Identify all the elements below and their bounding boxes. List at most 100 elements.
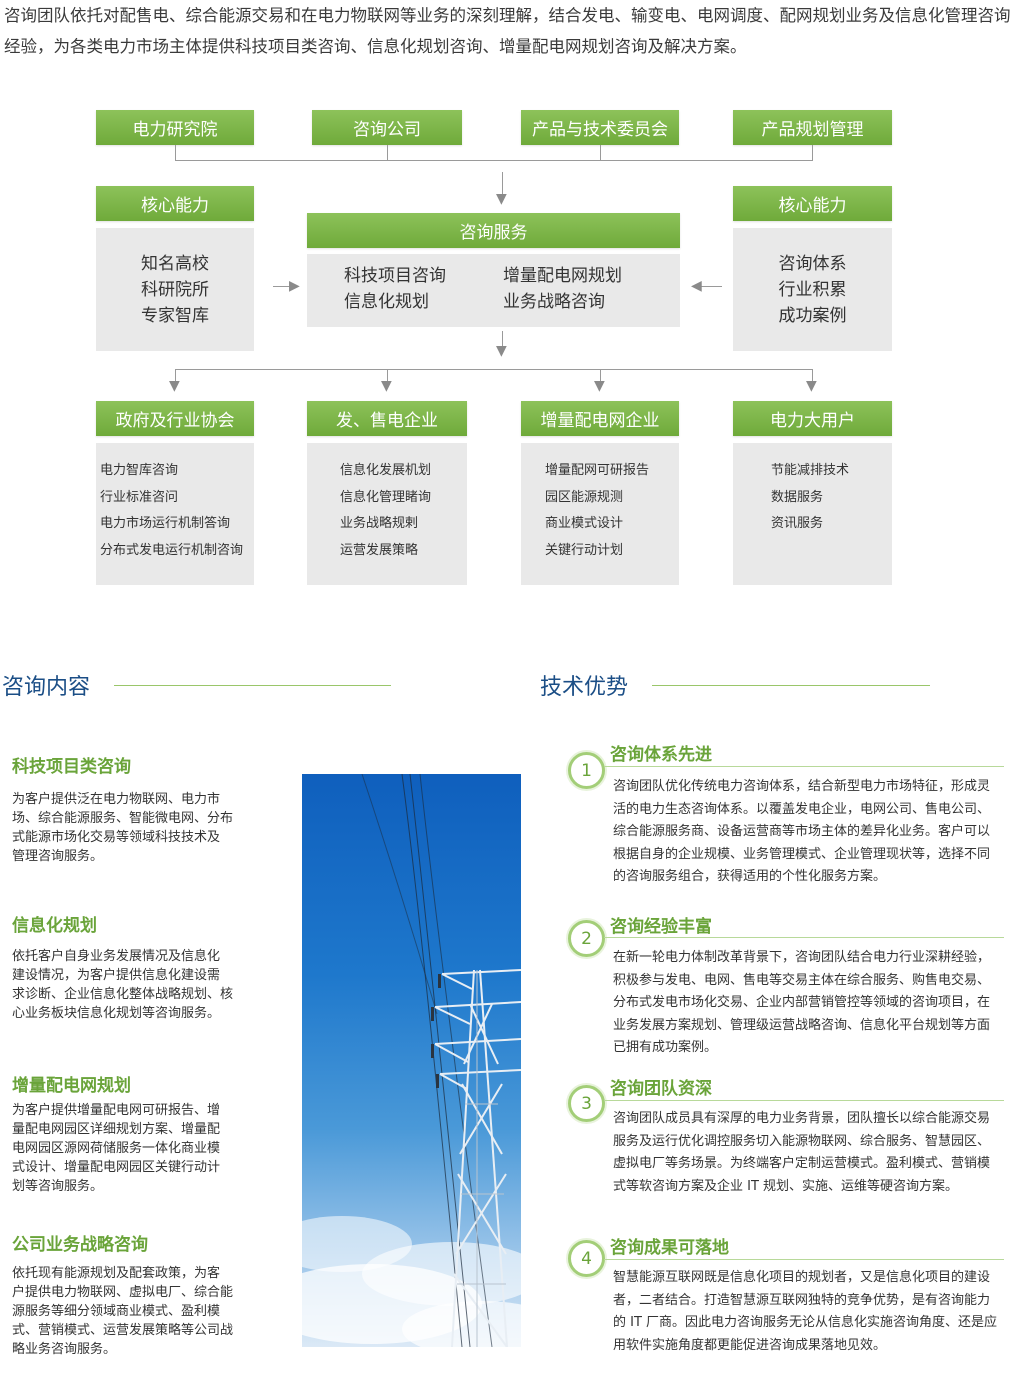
advantage-divider: [604, 766, 1004, 767]
content-item-text: 为客户提供泛在电力物联网、电力市 场、综合能源服务、智能微电网、分布 式能源市场…: [12, 790, 233, 866]
left-capability-item: 知名高校: [141, 253, 209, 274]
power-tower-illustration: [302, 774, 521, 1347]
top-box-consulting-company: 咨询公司: [312, 110, 462, 145]
connector-line: [387, 145, 388, 160]
text-line: 在新一轮电力体制改革背景下，咨询团队结合电力行业深耕经验，: [613, 950, 991, 965]
text-line: 电网园区源网荷储服务一体化商业模: [12, 1141, 221, 1156]
text-line: 咨询团队优化传统电力咨询体系，结合新型电力市场特征，形成灵: [613, 779, 991, 794]
advantage-title: 咨询体系先进: [610, 745, 712, 765]
right-capability-item: 咨询体系: [778, 253, 847, 274]
number-badge: 3: [568, 1085, 605, 1122]
content-item-text: 为客户提供增量配电网可研报告、增 量配电网园区详细规划方案、增量配 电网园区源网…: [12, 1101, 220, 1196]
arrow-down-icon: ▼: [806, 378, 817, 394]
arrow-left-icon: ◀: [691, 278, 702, 294]
text-line: 根据自身的企业规模、业务管理模式、企业管理现状等，选择不同: [613, 846, 991, 862]
text-line: 略业务咨询服务。: [12, 1342, 117, 1357]
bottom-list-distribution: 增量配网可研报告 园区能源规测 商业模式设计 关键行动计划: [521, 443, 679, 585]
connector-line: [175, 369, 176, 383]
center-service-title: 咨询服务: [307, 213, 680, 248]
list-item: 电力市场运行机制答询: [100, 516, 231, 531]
connector-line: [812, 369, 813, 383]
advantage-title: 咨询经验丰富: [610, 917, 712, 937]
connector-line: [175, 145, 176, 160]
right-capability-item: 行业积累: [778, 279, 847, 300]
connector-line: [600, 145, 601, 160]
text-line: 智慧能源互联网既是信息化项目的规划者，又是信息化项目的建设: [613, 1270, 991, 1285]
content-item-text: 依托现有能源规划及配套政策，为客 户提供电力物联网、虚拟电厂、综合能 源服务等细…: [12, 1264, 233, 1359]
text-line: 量配电网园区详细规划方案、增量配: [12, 1122, 221, 1137]
list-item: 资讯服务: [771, 516, 824, 531]
left-capability-item: 专家智库: [141, 305, 209, 326]
text-line: 分布式发电市场化交易、企业内部营销管控等领域的咨询项目，在: [613, 995, 991, 1010]
list-item: 信息化管理睹询: [340, 489, 432, 505]
advantage-title: 咨询团队资深: [610, 1079, 712, 1099]
text-line: 管理咨询服务。: [12, 849, 104, 864]
text-line: 求诊断、企业信息化整体战略规划、核: [12, 987, 234, 1002]
list-item: 商业模式设计: [545, 516, 624, 531]
text-line: 式、营销模式、运营发展策略等公司战: [12, 1323, 234, 1338]
text-line: 式等软咨询方案及企业 IT 规划、实施、运维等硬咨询方案。: [613, 1178, 959, 1194]
text-line: 场、综合能源服务、智能微电网、分布: [12, 811, 234, 826]
center-service-box: 科技项目咨询 信息化规划 增量配电网规划 业务战略咨询: [307, 254, 680, 327]
text-line: 积极参与发电、电网、售电等交易主体在综合服务、购售电交易、: [613, 972, 991, 988]
list-item: 业务战略规剌: [340, 516, 419, 531]
advantage-text: 咨询团队优化传统电力咨询体系，结合新型电力市场特征，形成灵 活的电力生态咨询体系…: [613, 776, 990, 889]
text-line: 为客户提供泛在电力物联网、电力市: [12, 792, 221, 807]
bottom-title-generation: 发、售电企业: [307, 401, 467, 436]
connector-line: [812, 145, 813, 160]
advantage-divider: [604, 937, 1004, 938]
left-capability-item: 科研院所: [141, 279, 209, 300]
list-item: 分布式发电运行机制咨询: [100, 542, 244, 558]
arrow-right-icon: ▶: [289, 278, 300, 294]
text-line: 用软件实施角度都更能促进咨询成果落地见效。: [613, 1337, 887, 1353]
text-line: 的 IT 厂商。因此电力咨询服务无论从信息化实施咨询角度、还是应: [613, 1315, 998, 1330]
connector-line: [175, 369, 813, 370]
top-box-power-institute: 电力研究院: [96, 110, 254, 145]
text-line: 咨询团队成员具有深厚的电力业务背景，团队擅长以综合能源交易: [613, 1111, 991, 1126]
text-line: 建设情况，为客户提供信息化建设需: [12, 968, 221, 983]
top-box-product-planning: 产品规划管理: [733, 110, 892, 145]
advantage-text: 在新一轮电力体制改革背景下，咨询团队结合电力行业深耕经验， 积极参与发电、电网、…: [613, 947, 990, 1060]
list-item: 数据服务: [771, 489, 824, 505]
top-box-product-committee: 产品与技术委员会: [521, 110, 679, 145]
text-line: 虚拟电厂等务场景。为终端客户定制运营模式。盈利模式、营销模: [613, 1156, 991, 1171]
list-item: 园区能源规测: [545, 489, 624, 505]
section-title-advantages: 技术优势: [540, 675, 629, 700]
content-item-title: 科技项目类咨询: [12, 757, 131, 777]
center-service-item: 科技项目咨询: [344, 266, 446, 286]
connector-line: [502, 172, 503, 196]
text-line: 户提供电力物联网、虚拟电厂、综合能: [12, 1285, 234, 1300]
arrow-down-icon: ▼: [169, 378, 180, 394]
content-item-title: 信息化规划: [12, 916, 97, 936]
bottom-title-distribution: 增量配电网企业: [521, 401, 679, 436]
text-line: 源服务等细分领域商业模式、盈利模: [12, 1304, 221, 1319]
center-service-item: 业务战略咨询: [503, 292, 605, 312]
bottom-list-large-user: 节能减排技术 数据服务 资讯服务: [733, 443, 892, 585]
list-item: 节能减排技术: [771, 463, 850, 478]
left-capability-title: 核心能力: [96, 186, 254, 221]
list-item: 增量配网可研报告: [545, 463, 650, 478]
right-capability-title: 核心能力: [733, 186, 892, 221]
section-divider: [652, 685, 930, 686]
bottom-title-government: 政府及行业协会: [96, 401, 254, 436]
text-line: 业务发展方案规划、管理级运营战略咨询、信息化平台规划等方面: [613, 1017, 991, 1033]
content-item-title: 增量配电网规划: [12, 1076, 131, 1096]
text-line: 划等咨询服务。: [12, 1179, 104, 1194]
connector-line: [600, 369, 601, 383]
connector-line: [700, 286, 722, 287]
bottom-list-government: 电力智库咨询 行业标准咨问 电力市场运行机制答询 分布式发电运行机制咨询: [96, 443, 254, 585]
advantage-title: 咨询成果可落地: [610, 1238, 729, 1258]
list-item: 运营发展策略: [340, 542, 419, 558]
content-item-title: 公司业务战略咨询: [12, 1235, 148, 1255]
connector-line: [502, 331, 503, 351]
advantage-divider: [604, 1100, 1004, 1101]
center-service-col-1: 科技项目咨询 信息化规划: [344, 263, 446, 315]
bottom-title-large-user: 电力大用户: [733, 401, 892, 436]
power-tower-photo: [302, 774, 521, 1347]
arrow-down-icon: ▼: [381, 378, 392, 394]
list-item: 信息化发展机划: [340, 463, 432, 478]
content-item-text: 依托客户自身业务发展情况及信息化 建设情况，为客户提供信息化建设需 求诊断、企业…: [12, 947, 233, 1023]
number-badge: 1: [568, 752, 605, 789]
text-line: 综合能源服务商、设备运营商等市场主体的差异化业务。客户可以: [613, 824, 991, 839]
arrow-down-icon: ▼: [496, 191, 507, 207]
